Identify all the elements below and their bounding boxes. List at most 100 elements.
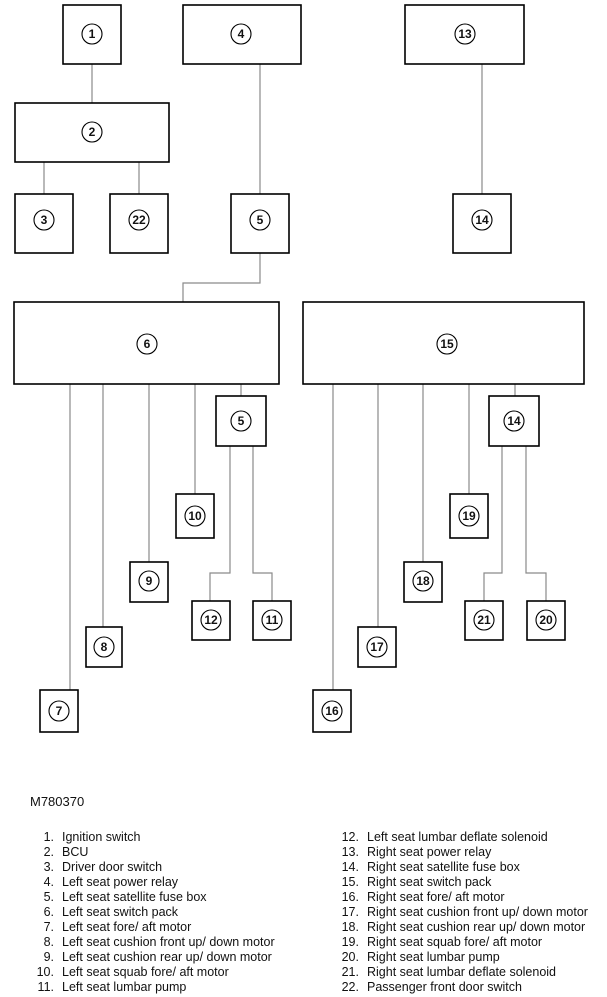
badge-9-label: 9 — [146, 574, 153, 588]
legend-number: 18. — [341, 920, 359, 934]
badge-16-label: 16 — [325, 704, 339, 718]
legend-label: Left seat lumbar deflate solenoid — [367, 830, 548, 844]
legend-number: 5. — [43, 890, 54, 904]
legend-label: Driver door switch — [62, 860, 163, 874]
badge-7-label: 7 — [56, 704, 63, 718]
legend-item: 11.Left seat lumbar pump — [30, 980, 275, 995]
legend-number: 17. — [341, 905, 359, 919]
component-boxes — [13, 4, 585, 733]
legend-number: 22. — [341, 980, 359, 994]
badge-5-top: 5 — [249, 209, 271, 231]
legend-label: BCU — [62, 845, 89, 859]
legend-number: 13. — [341, 845, 359, 859]
legend-item: 15. Right seat switch pack — [335, 875, 588, 890]
badge-18: 18 — [412, 570, 434, 592]
badge-17-label: 17 — [370, 640, 384, 654]
badge-2-label: 2 — [89, 125, 96, 139]
badge-3-label: 3 — [41, 213, 48, 227]
reference-code: M780370 — [30, 794, 85, 809]
badge-12: 12 — [200, 609, 222, 631]
legend-number: 15. — [341, 875, 359, 889]
badge-22-label: 22 — [132, 213, 146, 227]
legend-item: 13. Right seat power relay — [335, 845, 588, 860]
legend-number: 8. — [43, 935, 54, 949]
legend-label: Right seat lumbar pump — [367, 950, 500, 964]
badge-3: 3 — [33, 209, 55, 231]
legend-item: 12. Left seat lumbar deflate solenoid — [335, 830, 588, 845]
legend-label: Left seat satellite fuse box — [62, 890, 207, 904]
legend-item: 21. Right seat lumbar deflate solenoid — [335, 965, 588, 980]
legend-number: 7. — [43, 920, 54, 934]
legend-item: 10. Left seat squab fore/ aft motor — [30, 965, 275, 980]
badge-1-label: 1 — [89, 27, 96, 41]
badge-4-label: 4 — [238, 27, 245, 41]
wires — [43, 64, 547, 690]
legend-number: 20. — [341, 950, 359, 964]
badge-19: 19 — [458, 505, 480, 527]
wiring-diagram: 1 2 3 22 4 5 13 14 6 15 5 10 9 8 7 12 11… — [13, 4, 585, 733]
legend-item: 19. Right seat squab fore/ aft motor — [335, 935, 588, 950]
legend-label: Left seat cushion rear up/ down motor — [62, 950, 272, 964]
legend-right: 12. Left seat lumbar deflate solenoid 13.… — [335, 830, 588, 995]
legend-item: 2. BCU — [30, 845, 275, 860]
badge-4: 4 — [230, 23, 252, 45]
badge-6-label: 6 — [144, 337, 151, 351]
badge-10-label: 10 — [188, 509, 202, 523]
badge-16: 16 — [321, 700, 343, 722]
legend-item: 22. Passenger front door switch — [335, 980, 588, 995]
legend-item: 17. Right seat cushion front up/ down mot… — [335, 905, 588, 920]
legend-label: Left seat cushion front up/ down motor — [62, 935, 275, 949]
badge-19-label: 19 — [462, 509, 476, 523]
badge-10: 10 — [184, 505, 206, 527]
badge-20: 20 — [535, 609, 557, 631]
legend-number: 11. — [37, 980, 54, 994]
legend-number: 1. — [43, 830, 54, 844]
badge-15: 15 — [436, 333, 458, 355]
badge-13: 13 — [454, 23, 476, 45]
badge-6: 6 — [136, 333, 158, 355]
legend-number: 10. — [36, 965, 54, 979]
badge-14-label: 14 — [507, 414, 521, 428]
legend-label: Left seat power relay — [62, 875, 179, 889]
badge-5-top-label: 5 — [257, 213, 264, 227]
legend-number: 16. — [341, 890, 359, 904]
legend-number: 2. — [43, 845, 54, 859]
legend-label: Right seat satellite fuse box — [367, 860, 520, 874]
badge-14-top: 14 — [471, 209, 493, 231]
badge-14: 14 — [503, 410, 525, 432]
legend-label: Passenger front door switch — [367, 980, 522, 994]
legend-label: Left seat fore/ aft motor — [62, 920, 192, 934]
badge-21-label: 21 — [477, 613, 491, 627]
badge-5-label: 5 — [238, 414, 245, 428]
legend-item: 16.Right seat fore/ aft motor — [335, 890, 588, 905]
badge-15-label: 15 — [440, 337, 454, 351]
badge-11: 11 — [261, 609, 283, 631]
badge-17: 17 — [366, 636, 388, 658]
legend-label: Right seat squab fore/ aft motor — [367, 935, 543, 949]
legend-number: 21. — [341, 965, 359, 979]
legend-number: 12. — [341, 830, 359, 844]
legend-number: 14. — [341, 860, 359, 874]
legend-label: Right seat lumbar deflate solenoid — [367, 965, 557, 979]
badge-20-label: 20 — [539, 613, 553, 627]
legend-item: 18. Right seat cushion rear up/ down moto… — [335, 920, 588, 935]
legend-item: 1.Ignition switch — [30, 830, 275, 845]
legend-item: 3.Driver door switch — [30, 860, 275, 875]
legend-item: 4.Left seat power relay — [30, 875, 275, 890]
legend-label: Right seat power relay — [367, 845, 492, 859]
legend-item: 7. Left seat fore/ aft motor — [30, 920, 275, 935]
legend-number: 19. — [341, 935, 359, 949]
legend-label: Left seat squab fore/ aft motor — [62, 965, 229, 979]
legend-left: 1.Ignition switch 2. BCU 3.Driver door sw… — [30, 830, 275, 995]
legend-label: Right seat cushion rear up/ down motor — [367, 920, 586, 934]
legend-label: Right seat switch pack — [367, 875, 492, 889]
legend-item: 5. Left seat satellite fuse box — [30, 890, 275, 905]
badge-1: 1 — [81, 23, 103, 45]
badge-7: 7 — [48, 700, 70, 722]
legend-label: Right seat cushion front up/ down motor — [367, 905, 588, 919]
badge-5: 5 — [230, 410, 252, 432]
legend-item: 8. Left seat cushion front up/ down motor — [30, 935, 275, 950]
badge-8: 8 — [93, 636, 115, 658]
legend-item: 14. Right seat satellite fuse box — [335, 860, 588, 875]
badge-22: 22 — [128, 209, 150, 231]
